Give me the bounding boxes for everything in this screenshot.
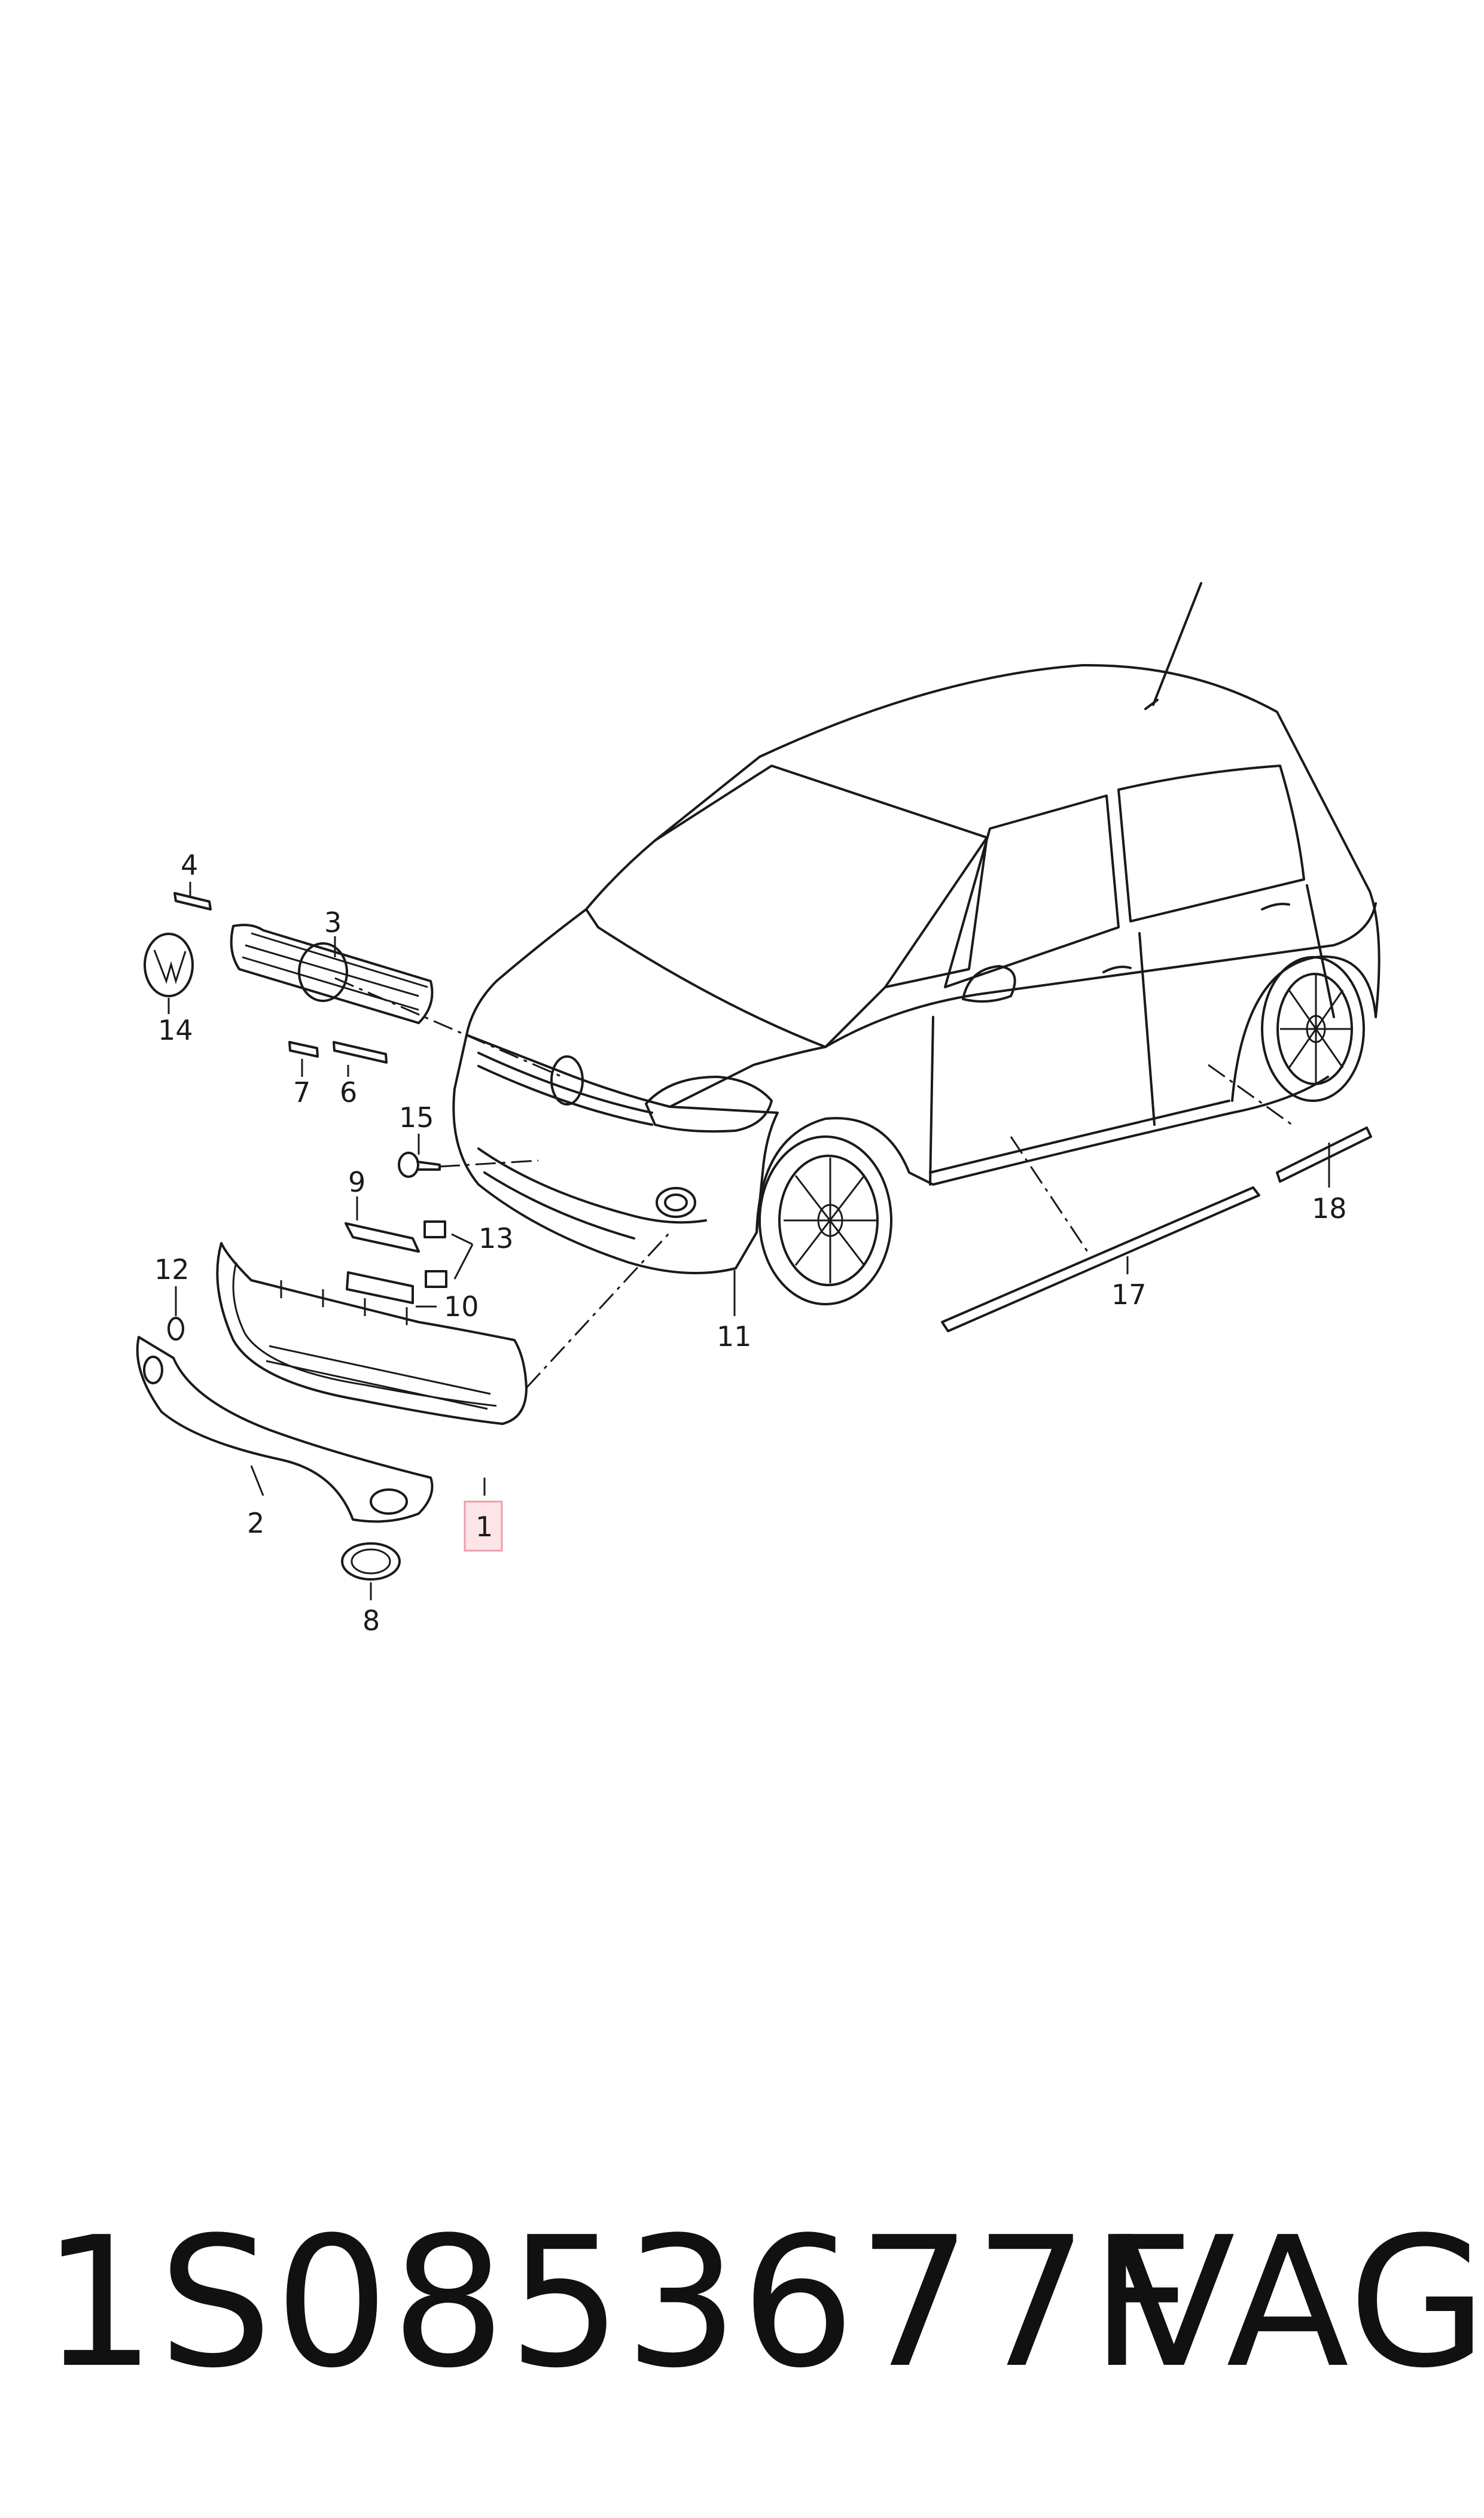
bracket-part-10 [346, 1271, 414, 1304]
callout-2: 2 [247, 1507, 264, 1539]
part-number: 1S0853677F [42, 2199, 1196, 2407]
screw-part [398, 1152, 441, 1178]
rear-trim-part-18 [1276, 1126, 1372, 1183]
callout-17: 17 [1111, 1278, 1147, 1311]
callout-9: 9 [348, 1166, 365, 1198]
strip-part-7 [288, 1041, 319, 1058]
sill-trim-part-17 [941, 1186, 1260, 1332]
bumper-grille-part-1 [216, 1242, 528, 1425]
vw-emblem-part [144, 933, 194, 997]
strip-part-6 [333, 1041, 388, 1064]
radiator-grille-part [230, 924, 434, 1024]
callout-7: 7 [293, 1076, 310, 1109]
fog-hole-part-2 [370, 1488, 408, 1515]
callout-18: 18 [1312, 1192, 1347, 1225]
callout-6: 6 [340, 1076, 357, 1109]
car-illustration [452, 582, 1381, 1305]
callout-15: 15 [399, 1101, 434, 1134]
callout-14: 14 [158, 1014, 193, 1046]
dashed-connectors [334, 977, 1293, 1389]
fog-hole-left-part-2 [143, 1356, 163, 1384]
callout-13: 13 [479, 1222, 514, 1255]
callout-12: 12 [154, 1253, 190, 1286]
fog-ring-part-8 [341, 1542, 401, 1581]
clip-part-13b [425, 1270, 447, 1288]
bracket-part-9 [345, 1222, 420, 1253]
callout-10: 10 [444, 1290, 479, 1323]
leader-lines [167, 882, 1330, 1600]
clip-part-12 [167, 1317, 184, 1341]
brand-name: VAG [1113, 2199, 1484, 2407]
clip-part-13a [423, 1220, 446, 1238]
callout-11: 11 [717, 1320, 752, 1353]
callout-1-highlight [464, 1500, 503, 1552]
callout-3: 3 [324, 906, 342, 939]
strip-part-4 [173, 892, 212, 911]
callout-4: 4 [181, 849, 198, 881]
callout-8: 8 [362, 1604, 380, 1637]
spoiler-part-2 [136, 1336, 434, 1523]
callout-1: 1 [476, 1511, 493, 1543]
